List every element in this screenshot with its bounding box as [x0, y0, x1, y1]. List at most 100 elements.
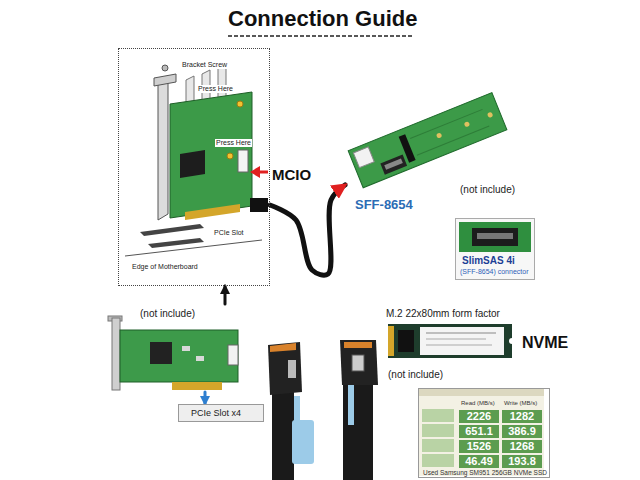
install-illustration: [180, 150, 205, 178]
nvme-ssd: [388, 324, 515, 358]
slimsas-zoom: [455, 218, 535, 280]
install-illustration: [237, 101, 243, 107]
nvme-ssd: [426, 339, 486, 340]
part-label: PCIe Slot: [213, 229, 245, 237]
form-factor-label: M.2 22x80mm form factor: [386, 308, 500, 320]
nvme-ssd: [420, 327, 504, 355]
adapter-board: [353, 147, 374, 168]
pcie-card: (not include): [105, 304, 255, 392]
install-illustration: [154, 74, 176, 86]
cable-connector-photo: [272, 390, 294, 480]
install-illustration: [125, 240, 262, 256]
install-illustration: [238, 150, 248, 172]
benchmark-box: Read (MB/s) Write (MB/s) 22261282651.1386.…: [418, 388, 550, 478]
pcie-card: [228, 345, 238, 365]
slot-box: PCIe Slot x4: [178, 404, 264, 422]
benchmark-value: 1268: [502, 440, 542, 453]
adapter-board: [436, 132, 443, 139]
cable-connector-photo: [268, 340, 378, 480]
table-header: Read (MB/s): [461, 400, 495, 407]
title-underline: [228, 35, 413, 37]
slimsas-zoom: [459, 222, 531, 252]
nvme-ssd: [426, 345, 492, 346]
install-illustration: [140, 224, 204, 236]
benchmark-window: [418, 388, 544, 476]
install-illustration: [170, 92, 252, 218]
install-illustration: [148, 238, 204, 248]
benchmark-value: 651.1: [459, 425, 499, 438]
adapter-board: [410, 109, 482, 138]
insert-arrow: [204, 392, 207, 404]
cable-connector-photo: [340, 340, 378, 385]
cable-connector-photo: [343, 385, 373, 480]
benchmark-window: [422, 409, 454, 422]
slimsas-zoom: [455, 218, 535, 280]
nvme-ssd: [426, 333, 496, 334]
zoom-box: SlimSAS 4i(SFF-8654) connector: [455, 218, 535, 280]
pcie-card: [182, 346, 190, 351]
adapter-board: [399, 134, 416, 163]
note: (not include): [388, 369, 443, 381]
benchmark-window: [422, 424, 454, 437]
benchmark-window: [418, 388, 544, 396]
pcie-card: [196, 356, 204, 361]
slimsas-zoom: [477, 233, 513, 239]
install-arrow: [224, 286, 227, 304]
slimsas-zoom: [472, 228, 518, 246]
benchmark-value: 193.8: [502, 455, 542, 468]
adapter-board: [380, 155, 407, 175]
nvme-ssd: [388, 326, 394, 356]
footnote: Used Samsung SM951 256GB NVMe SSD: [423, 469, 547, 476]
instruction-label: Press Here: [215, 139, 252, 147]
nvme-ssd: [388, 324, 512, 358]
benchmark-window: [418, 388, 544, 476]
table-header: Write (MB/s): [504, 400, 537, 407]
benchmark-value: 386.9: [502, 425, 542, 438]
cable-connector-photo: [348, 385, 354, 425]
instruction-label: Press Here: [197, 85, 234, 93]
install-illustration: [227, 153, 233, 159]
install-illustration: [158, 78, 168, 220]
benchmark-window: [422, 439, 454, 452]
nvme-ssd: [398, 330, 414, 352]
adapter-board: [487, 112, 494, 119]
adapter-board: [464, 121, 471, 128]
cable: [270, 185, 345, 275]
adapter-board: [417, 126, 489, 155]
adapter-board: [384, 158, 403, 169]
benchmark-value: 1282: [502, 410, 542, 423]
cable-connector-photo: [344, 342, 372, 348]
part-label: Bracket Screw: [181, 61, 228, 69]
cable-connector-photo: [270, 343, 296, 352]
pcie-card: [120, 330, 238, 382]
pcie-card: [108, 316, 238, 390]
ssd-type: NVME: [522, 334, 568, 352]
title: Connection Guide: [228, 6, 417, 31]
connector-name: (SFF-8654) connector: [460, 268, 528, 276]
slot-label: PCIe Slot x4: [191, 408, 241, 418]
connector-name: SlimSAS 4i: [462, 255, 515, 267]
benchmark-window: [422, 454, 454, 467]
note: (not include): [460, 184, 515, 196]
install-illustration: [250, 166, 260, 178]
install-illustration: [125, 64, 268, 256]
benchmark-value: 2226: [459, 410, 499, 423]
install-illustration: [250, 198, 268, 212]
adapter-board: [348, 93, 507, 188]
nvme-ssd: [509, 338, 515, 344]
connector-name: MCIO: [272, 166, 311, 183]
benchmark-value: 46.49: [459, 455, 499, 468]
benchmark-value: 1526: [459, 440, 499, 453]
install-illustration: [185, 204, 240, 220]
pcie-card: [112, 318, 120, 390]
cable-connector-photo: [352, 355, 364, 371]
cable-connector-photo: [288, 360, 296, 378]
note: (not include): [140, 308, 195, 320]
install-illustration: [162, 65, 168, 71]
adapter-board: [348, 93, 507, 188]
connector-name: SFF-8654: [355, 198, 413, 213]
part-label: Edge of Motherboard: [131, 263, 199, 271]
